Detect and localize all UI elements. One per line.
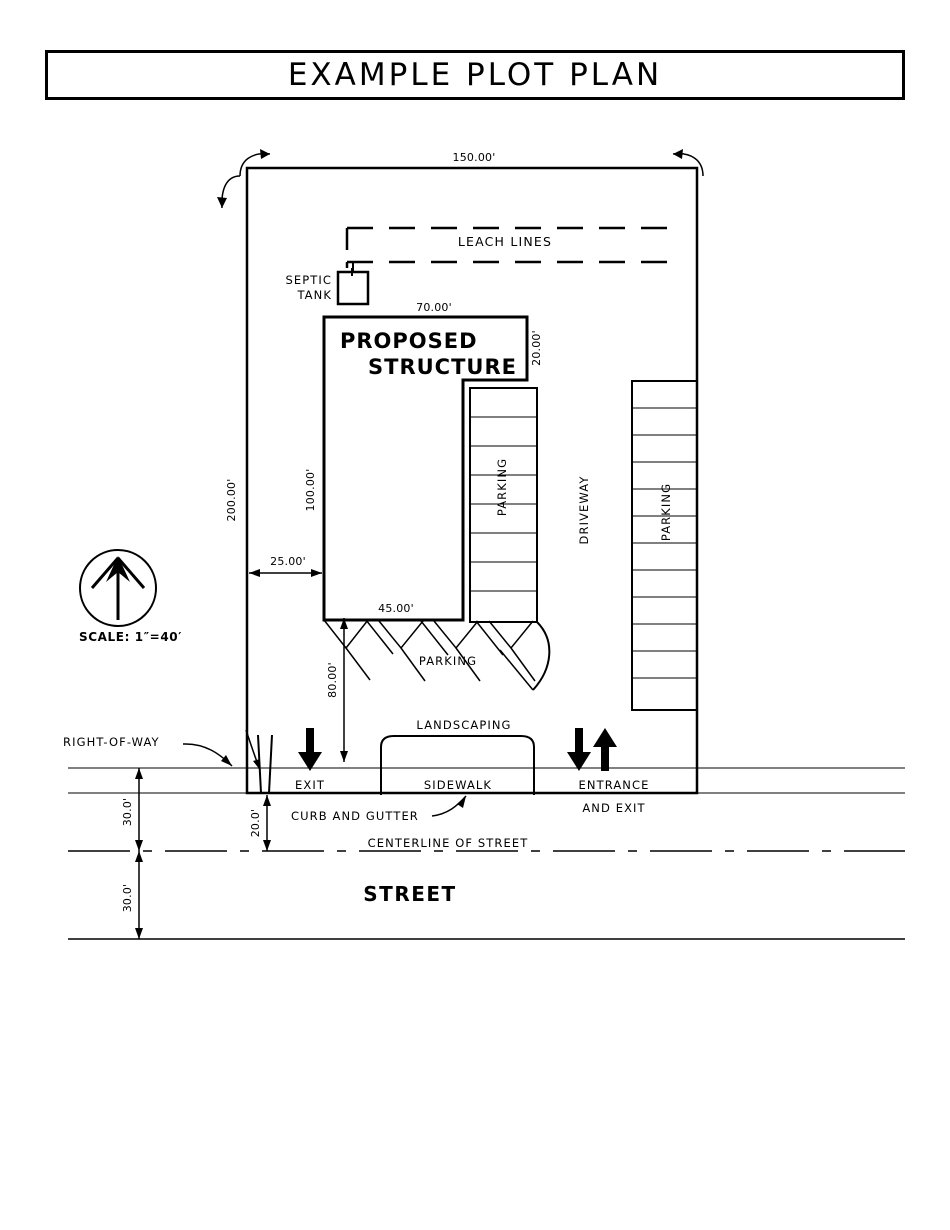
lot-depth-dimension: 200.00' xyxy=(217,175,241,522)
label-leach-lines: LEACH LINES xyxy=(458,234,552,249)
scale-note: SCALE: 1″=40′ xyxy=(79,630,182,644)
north-arrow-icon xyxy=(79,549,157,627)
centerline-to-far-row-dimension: 30.0' xyxy=(121,851,143,939)
centerline-of-street: CENTERLINE OF STREET xyxy=(68,836,905,852)
dim-front-setback: 80.00' xyxy=(326,662,339,698)
label-proposed-structure-line1: PROPOSED xyxy=(340,329,478,353)
curb-to-centerline-dimension: 20.0' xyxy=(249,795,271,851)
dim-structure-width: 70.00' xyxy=(416,301,452,314)
parking-left: PARKING xyxy=(469,387,538,623)
dim-centerline-to-far-row: 30.0' xyxy=(121,884,134,913)
dim-structure-right-depth: 20.00' xyxy=(530,330,543,366)
label-proposed-structure-line2: STRUCTURE xyxy=(368,355,517,379)
label-parking-right: PARKING xyxy=(659,483,673,541)
dim-side-setback: 25.00' xyxy=(270,555,306,568)
label-septic-tank-line1: SEPTIC xyxy=(285,273,332,287)
street: STREET xyxy=(68,882,905,940)
side-setback-dimension: 25.00' xyxy=(249,555,322,577)
septic-tank: SEPTIC TANK xyxy=(285,262,370,306)
dim-row-to-centerline: 30.0' xyxy=(121,798,134,827)
label-sidewalk: SIDEWALK xyxy=(424,778,492,792)
driveway: DRIVEWAY xyxy=(577,476,591,545)
page-title: EXAMPLE PLOT PLAN xyxy=(287,57,663,93)
label-driveway: DRIVEWAY xyxy=(577,476,591,545)
label-septic-tank-line2: TANK xyxy=(296,288,332,302)
dim-structure-left-depth: 100.00' xyxy=(304,469,317,512)
exit-driveway-apron: EXIT xyxy=(245,728,325,794)
label-curb-and-gutter: CURB AND GUTTER xyxy=(291,809,419,823)
lot-width-dimension: 150.00' xyxy=(239,149,704,177)
label-parking-left: PARKING xyxy=(495,458,509,516)
dim-curb-to-centerline: 20.0' xyxy=(249,809,262,838)
label-landscaping: LANDSCAPING xyxy=(416,718,511,732)
entrance-exit-driveway: ENTRANCE AND EXIT xyxy=(567,728,650,815)
landscaping-island: LANDSCAPING xyxy=(380,718,535,795)
front-setback-dimension: 80.00' xyxy=(326,618,348,762)
right-of-way-line xyxy=(68,767,905,794)
row-to-centerline-dimension: 30.0' xyxy=(121,768,143,851)
right-of-way-callout: RIGHT-OF-WAY xyxy=(63,735,233,767)
label-right-of-way: RIGHT-OF-WAY xyxy=(63,735,160,749)
parking-right: PARKING xyxy=(631,380,698,711)
label-entrance-line2: AND EXIT xyxy=(582,801,645,815)
structure-dimensions: 70.00' 20.00' 100.00' 45.00' xyxy=(304,301,543,615)
label-entrance-line1: ENTRANCE xyxy=(579,778,650,792)
dim-lot-width: 150.00' xyxy=(453,151,496,164)
label-scale: SCALE: 1″=40′ xyxy=(79,630,182,644)
label-parking-angled: PARKING xyxy=(419,654,477,668)
sidewalk-strip: SIDEWALK xyxy=(424,778,492,792)
title-block: EXAMPLE PLOT PLAN xyxy=(45,50,905,100)
dim-lot-depth: 200.00' xyxy=(225,479,238,522)
parking-angled: PARKING xyxy=(323,619,551,691)
leach-lines: LEACH LINES xyxy=(345,226,680,276)
dim-structure-bottom-width: 45.00' xyxy=(378,602,414,615)
label-centerline-of-street: CENTERLINE OF STREET xyxy=(368,836,529,850)
label-street: STREET xyxy=(363,882,456,906)
curb-and-gutter-callout: CURB AND GUTTER xyxy=(291,795,467,823)
label-exit: EXIT xyxy=(295,778,325,792)
